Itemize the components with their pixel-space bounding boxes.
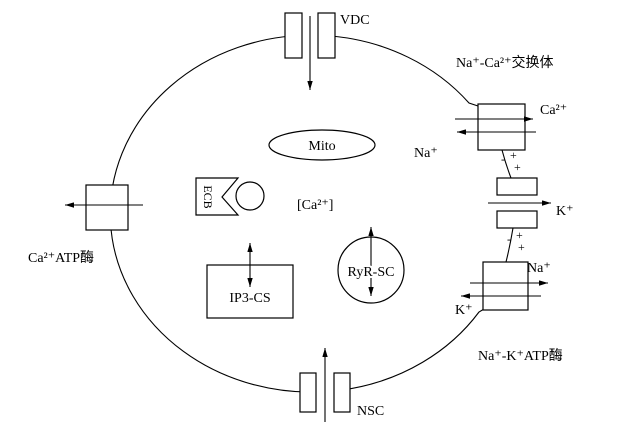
- k-channel: K⁺: [488, 177, 574, 229]
- k-channel-subunit-bottom: [496, 210, 538, 229]
- charge-positive: +: [510, 148, 517, 162]
- charge-positive: +: [514, 160, 521, 174]
- mito-shape: [268, 129, 376, 161]
- pump-na-label: Na⁺: [527, 261, 551, 276]
- cell-membrane: [109, 34, 485, 393]
- ca-atpase-label: Ca²⁺ATP酶: [28, 250, 94, 266]
- membrane-segment-k-channel-to-pump: [505, 227, 514, 263]
- ca-atpase: Ca²⁺ATP酶: [28, 184, 143, 266]
- vdc-subunit-left: [284, 12, 303, 59]
- ryr-sc-label: RyR-SC: [348, 265, 395, 280]
- charge-negative: -: [507, 232, 511, 246]
- ryr-sc: RyR-SC: [337, 227, 405, 304]
- na-ca-exchanger-box: [477, 103, 526, 151]
- mito-label: Mito: [308, 139, 335, 154]
- exchanger-ca-label: Ca²⁺: [540, 103, 567, 118]
- nsc-channel: NSC: [299, 348, 384, 422]
- na-k-atpase-label: Na⁺-K⁺ATP酶: [478, 348, 563, 364]
- na-ca-exchanger: Na⁺-Ca²⁺交换体 Ca²⁺ Na⁺: [414, 54, 567, 161]
- vdc-subunit-right: [317, 12, 336, 59]
- ip3-cs-label: IP3-CS: [229, 291, 270, 306]
- k-channel-subunit-top: [496, 177, 538, 196]
- ca-atpase-box: [85, 184, 129, 231]
- charge-positive: +: [516, 228, 523, 242]
- ca-concentration-label: [Ca²⁺]: [297, 198, 333, 213]
- ecb-label: ECB: [201, 185, 215, 208]
- exchanger-na-label: Na⁺: [414, 146, 438, 161]
- charge-negative: -: [501, 152, 505, 166]
- charge-positive: +: [518, 240, 525, 254]
- na-k-atpase-box: [482, 261, 529, 311]
- membrane-segment-exchanger-to-k-channel: [501, 149, 512, 179]
- ecb-shape: [195, 177, 240, 216]
- pump-k-label: K⁺: [455, 303, 473, 318]
- ecb-ligand-circle: [235, 181, 265, 211]
- vdc-label: VDC: [340, 13, 370, 28]
- na-k-atpase: Na⁺ K⁺ Na⁺-K⁺ATP酶: [455, 261, 563, 364]
- vdc-channel: VDC: [284, 12, 370, 90]
- ip3-cs: IP3-CS: [206, 243, 294, 319]
- na-ca-exchanger-label: Na⁺-Ca²⁺交换体: [456, 54, 554, 71]
- nsc-subunit-left: [299, 372, 317, 413]
- nsc-label: NSC: [357, 404, 384, 419]
- k-channel-label: K⁺: [556, 204, 574, 219]
- ecb: ECB: [195, 177, 265, 216]
- nsc-subunit-right: [333, 372, 351, 413]
- mitochondrion: Mito: [268, 129, 376, 161]
